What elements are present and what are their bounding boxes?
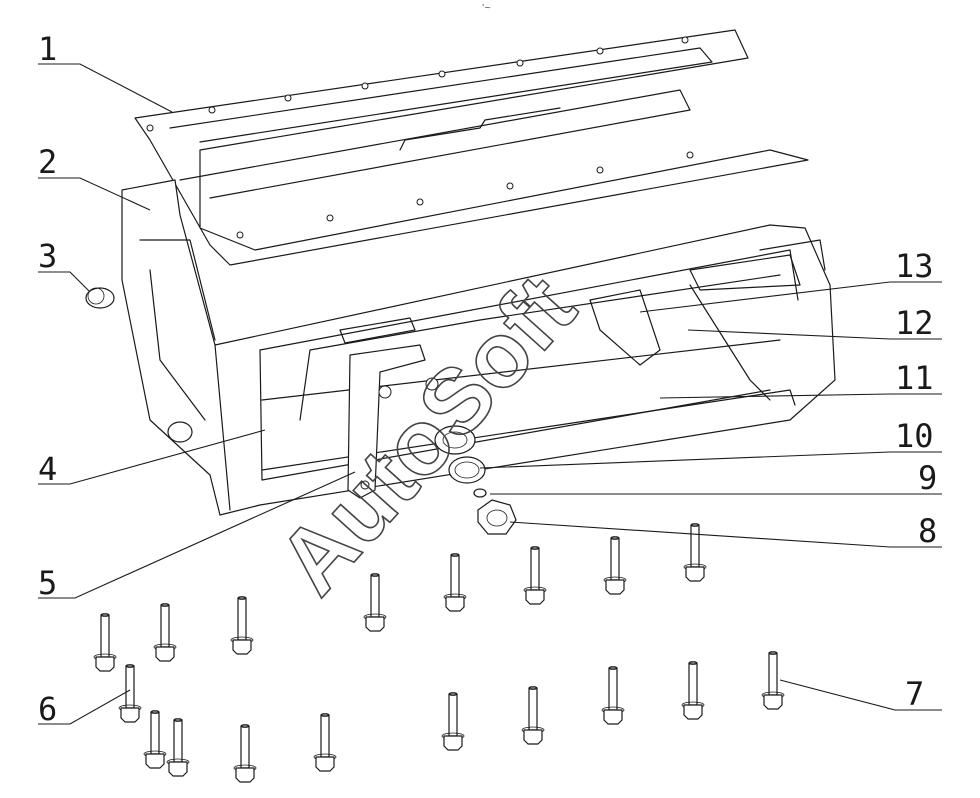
bolt-group <box>93 523 785 783</box>
bracket <box>347 344 439 499</box>
callout-12: 12 <box>895 304 934 342</box>
bolt <box>443 553 467 612</box>
leader-lines <box>38 63 942 725</box>
side-dowel <box>167 421 193 443</box>
callout-9: 9 <box>918 459 937 497</box>
callout-10: 10 <box>895 417 934 455</box>
bolt <box>441 692 465 751</box>
bolt <box>761 651 785 710</box>
bolt <box>601 666 625 725</box>
bolt <box>118 664 142 723</box>
bolt <box>166 718 190 777</box>
seal-ring <box>448 456 486 484</box>
drain-port <box>434 425 476 455</box>
bolt <box>233 724 257 783</box>
bolt <box>603 536 627 595</box>
gasket <box>134 29 809 266</box>
callout-6: 6 <box>38 690 57 728</box>
callout-13: 13 <box>895 247 934 285</box>
callout-8: 8 <box>918 512 937 550</box>
header-mark: '~ <box>482 3 491 12</box>
callout-2: 2 <box>38 143 57 181</box>
callout-11: 11 <box>895 359 934 397</box>
bolt <box>143 710 167 769</box>
callout-5: 5 <box>38 564 57 602</box>
dowel <box>85 287 115 309</box>
bolt <box>363 573 387 632</box>
callout-3: 3 <box>38 237 57 275</box>
drain-plug <box>477 499 517 535</box>
pin <box>473 488 487 498</box>
gasket-holes <box>146 36 694 239</box>
callout-4: 4 <box>38 450 57 488</box>
bolt <box>153 603 177 662</box>
bolt <box>523 546 547 605</box>
bolt <box>683 523 707 582</box>
bolt <box>681 661 705 720</box>
bolt <box>93 613 117 672</box>
bolt <box>230 596 254 655</box>
callout-7: 7 <box>905 675 924 713</box>
callout-1: 1 <box>38 30 57 68</box>
callout-labels: 1 2 3 4 5 6 7 8 9 10 11 12 13 <box>38 30 937 728</box>
bolt <box>313 713 337 772</box>
bolt <box>521 686 545 745</box>
